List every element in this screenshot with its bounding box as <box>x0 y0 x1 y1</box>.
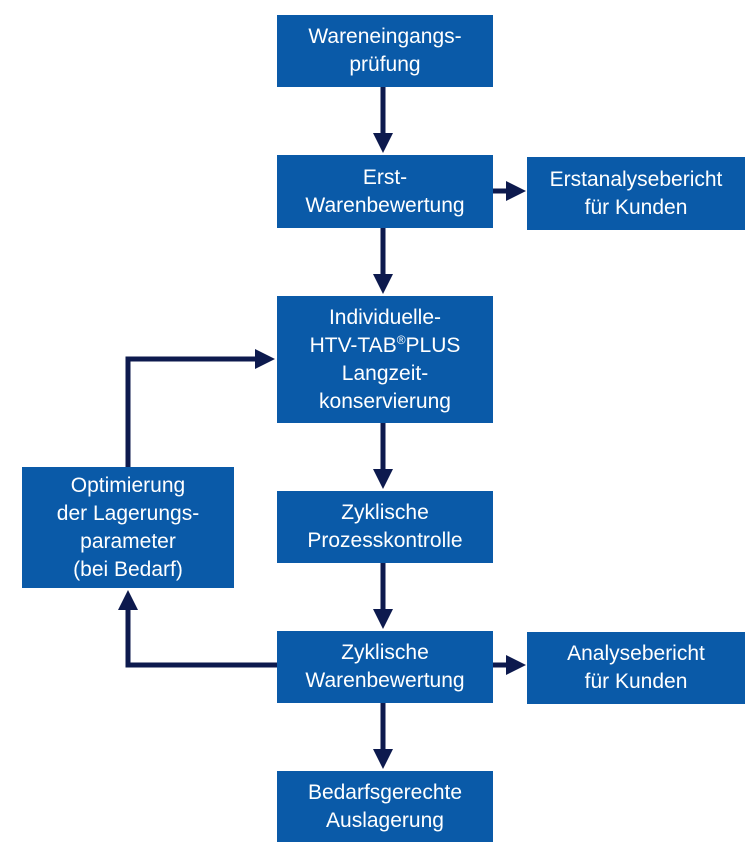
arrow-pruefung-to-erstbewertung-head <box>373 133 393 153</box>
box-zyklische-warenbewertung-line1: Zyklische <box>341 641 429 664</box>
box-optimierung-line4: (bei Bedarf) <box>73 557 183 581</box>
arrow-warenbewertung-to-auslagerung-head <box>373 749 393 769</box>
box-erstanalysebericht-line1: Erstanalysebericht <box>549 167 723 191</box>
arrow-optimierung-to-konservierung <box>125 349 275 467</box>
box-langzeitkonservierung-line3: Langzeit- <box>341 361 429 385</box>
box-zyklische-warenbewertung-line2: Warenbewertung <box>305 669 465 692</box>
arrow-prozesskontrolle-to-warenbewertung <box>373 563 393 629</box>
box-wareneingangspruefung: Wareneingangs- prüfung <box>277 15 493 87</box>
plus-text: PLUS <box>405 333 461 357</box>
arrow-warenbewertung-to-analysebericht-head <box>506 655 526 675</box>
arrow-konservierung-to-prozesskontrolle <box>373 423 393 489</box>
box-zyklische-prozesskontrolle: Zyklische Prozesskontrolle <box>277 491 493 563</box>
arrow-pruefung-to-erstbewertung <box>373 87 393 153</box>
box-wareneingangspruefung-line1: Wareneingangs- <box>308 25 462 48</box>
arrow-optimierung-to-konservierung-line <box>125 356 257 467</box>
arrow-erstbewertung-to-erstanalyse-head <box>506 181 526 201</box>
box-langzeitkonservierung-line2: HTV-TAB®PLUS <box>310 332 461 360</box>
box-erst-warenbewertung-line2: Warenbewertung <box>305 193 465 217</box>
arrow-warenbewertung-to-auslagerung <box>373 703 393 769</box>
box-langzeitkonservierung: Individuelle- HTV-TAB®PLUS Langzeit- kon… <box>277 296 493 423</box>
arrows-group <box>118 87 526 769</box>
box-erstanalysebericht: Erstanalysebericht für Kunden <box>527 157 745 230</box>
box-langzeitkonservierung-line4: konservierung <box>319 389 451 413</box>
arrow-optimierung-to-konservierung-head <box>255 349 275 369</box>
arrow-warenbewertung-to-optimierung <box>118 590 277 668</box>
registered-mark: ® <box>396 332 406 347</box>
box-prozesskontrolle-line2: Prozesskontrolle <box>307 529 463 552</box>
box-optimierung-line3: parameter <box>80 529 176 553</box>
arrow-erstbewertung-to-konservierung <box>373 228 393 294</box>
box-erst-warenbewertung-line1: Erst- <box>362 165 408 189</box>
box-auslagerung-line2: Auslagerung <box>326 808 444 832</box>
arrow-erstbewertung-to-konservierung-head <box>373 274 393 294</box>
box-analysebericht-line1: Analysebericht <box>567 642 705 665</box>
htv-tab-text: HTV-TAB <box>309 333 397 357</box>
box-erstanalysebericht-line2: für Kunden <box>584 195 688 219</box>
box-auslagerung-line1: Bedarfsgerechte <box>307 780 463 804</box>
arrow-warenbewertung-to-optimierung-head <box>118 590 138 610</box>
box-bedarfsgerechte-auslagerung: Bedarfsgerechte Auslagerung <box>277 771 493 842</box>
box-analysebericht-line2: für Kunden <box>584 670 688 693</box>
box-wareneingangspruefung-line2: prüfung <box>349 53 421 76</box>
box-prozesskontrolle-line1: Zyklische <box>341 501 429 524</box>
box-optimierung-lagerungsparameter: Optimierung der Lagerungs- parameter (be… <box>22 467 234 588</box>
box-zyklische-warenbewertung: Zyklische Warenbewertung <box>277 631 493 703</box>
box-optimierung-line1: Optimierung <box>70 473 186 497</box>
box-optimierung-line2: der Lagerungs- <box>56 501 200 525</box>
box-analysebericht: Analysebericht für Kunden <box>527 632 745 704</box>
box-erst-warenbewertung: Erst- Warenbewertung <box>277 155 493 228</box>
arrow-prozesskontrolle-to-warenbewertung-head <box>373 609 393 629</box>
arrow-erstbewertung-to-erstanalyse <box>493 181 526 201</box>
box-langzeitkonservierung-line1: Individuelle- <box>328 305 442 329</box>
arrow-konservierung-to-prozesskontrolle-head <box>373 469 393 489</box>
arrow-warenbewertung-to-optimierung-line <box>125 608 277 668</box>
arrow-warenbewertung-to-analysebericht <box>493 655 526 675</box>
